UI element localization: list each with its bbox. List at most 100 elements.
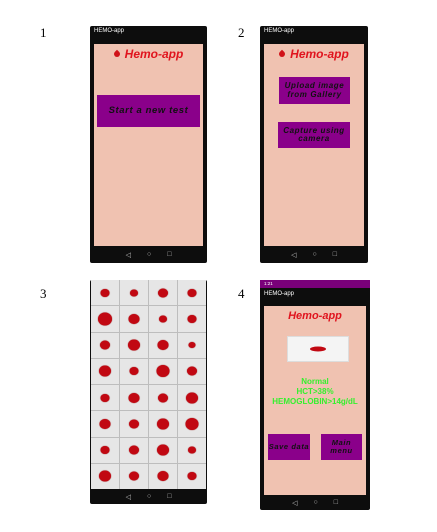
blood-spot bbox=[185, 417, 199, 430]
sample-cell bbox=[120, 437, 148, 463]
blood-spot bbox=[99, 365, 111, 377]
recents-icon[interactable]: □ bbox=[333, 499, 338, 506]
blood-spot bbox=[187, 366, 197, 376]
blood-spot bbox=[129, 471, 139, 481]
result-hemoglobin: HEMOGLOBIN>14g/dL bbox=[272, 397, 358, 406]
blood-spot bbox=[129, 445, 139, 455]
capture-with-camera-button[interactable]: Capture using camera bbox=[278, 122, 350, 148]
sample-cell bbox=[149, 437, 177, 463]
system-nav-bar: ◁ ○ □ bbox=[260, 495, 370, 510]
blood-spot bbox=[157, 471, 169, 482]
blood-spot bbox=[157, 340, 169, 351]
blood-spot bbox=[100, 340, 110, 350]
blood-spot bbox=[188, 342, 196, 349]
system-nav-bar: ◁ ○ □ bbox=[260, 246, 368, 263]
sample-cell bbox=[91, 385, 119, 411]
system-nav-bar: ◁ ○ □ bbox=[90, 246, 207, 263]
back-icon[interactable]: ◁ bbox=[125, 493, 131, 501]
sample-cell bbox=[120, 332, 148, 358]
brand-logo: Hemo-app bbox=[264, 47, 364, 61]
panel-number: 1 bbox=[40, 25, 47, 40]
sample-cell bbox=[149, 280, 177, 306]
blood-spot bbox=[157, 444, 169, 456]
sample-cell bbox=[178, 463, 206, 489]
status-time: 1:21 bbox=[264, 281, 273, 286]
brand-logo: Hemo-app bbox=[94, 47, 203, 61]
recents-icon[interactable]: □ bbox=[167, 493, 172, 500]
sample-cell bbox=[120, 306, 148, 332]
sample-cell bbox=[120, 280, 148, 306]
recents-icon[interactable]: □ bbox=[167, 251, 172, 258]
blood-spot bbox=[129, 367, 139, 376]
sample-cell bbox=[91, 358, 119, 384]
upload-from-gallery-button[interactable]: Upload image from Gallery bbox=[279, 77, 350, 104]
blood-spot bbox=[128, 313, 140, 324]
recents-icon[interactable]: □ bbox=[332, 251, 337, 258]
sample-cell bbox=[91, 280, 119, 306]
sample-cell bbox=[91, 437, 119, 463]
blood-spot bbox=[128, 392, 140, 403]
back-icon[interactable]: ◁ bbox=[125, 251, 131, 259]
sample-cell bbox=[149, 463, 177, 489]
app-content: Hemo-app Start a new test bbox=[94, 44, 203, 246]
back-icon[interactable]: ◁ bbox=[292, 499, 298, 507]
blood-spot bbox=[130, 289, 138, 297]
blood-spot bbox=[187, 314, 197, 323]
blood-spot bbox=[187, 288, 197, 297]
blood-spot bbox=[159, 315, 167, 323]
blood-spot bbox=[100, 446, 110, 455]
blood-drop-icon bbox=[112, 49, 121, 59]
start-new-test-button[interactable]: Start a new test bbox=[97, 95, 200, 127]
sample-cell bbox=[178, 306, 206, 332]
phone-screen-4: 1:21 HEMO-app Hemo-app Normal HCT>38% HE… bbox=[260, 280, 370, 510]
blood-spot bbox=[158, 288, 168, 298]
panel-number: 3 bbox=[40, 286, 47, 301]
back-icon[interactable]: ◁ bbox=[291, 251, 297, 259]
home-icon[interactable]: ○ bbox=[146, 493, 152, 500]
sample-image bbox=[287, 336, 349, 362]
sample-cell bbox=[120, 463, 148, 489]
sample-cell bbox=[178, 437, 206, 463]
sample-cell bbox=[91, 306, 119, 332]
sample-cell bbox=[120, 411, 148, 437]
app-content: Hemo-app Upload image from Gallery Captu… bbox=[264, 44, 364, 246]
phone-screen-3: ◁ ○ □ bbox=[90, 280, 207, 504]
brand-name: Hemo-app bbox=[124, 47, 184, 61]
blood-spot bbox=[156, 365, 170, 378]
blood-spot bbox=[100, 393, 110, 402]
home-icon[interactable]: ○ bbox=[313, 499, 318, 506]
home-icon[interactable]: ○ bbox=[146, 251, 152, 258]
sample-cell bbox=[149, 385, 177, 411]
home-icon[interactable]: ○ bbox=[312, 251, 317, 258]
system-nav-bar: ◁ ○ □ bbox=[90, 489, 207, 504]
panel-number: 2 bbox=[238, 25, 245, 40]
sample-cell bbox=[91, 463, 119, 489]
sample-cell bbox=[149, 411, 177, 437]
app-title: HEMO-app bbox=[264, 291, 295, 297]
app-title: HEMO-app bbox=[264, 28, 295, 34]
blood-spot bbox=[99, 470, 111, 482]
blood-spot bbox=[128, 339, 140, 351]
blood-spot bbox=[98, 312, 112, 326]
brand-name: Hemo-app bbox=[290, 47, 349, 61]
result-hct: HCT>38% bbox=[296, 387, 334, 396]
sample-cell bbox=[91, 332, 119, 358]
blood-spot bbox=[100, 288, 110, 297]
blood-spot bbox=[157, 418, 169, 430]
blood-spot bbox=[187, 472, 197, 481]
status-bar: 1:21 bbox=[260, 280, 370, 288]
blood-sample-grid bbox=[91, 280, 206, 489]
blood-spot bbox=[310, 346, 326, 352]
sample-cell bbox=[120, 385, 148, 411]
sample-cell bbox=[178, 280, 206, 306]
blood-spot bbox=[186, 392, 198, 404]
sample-cell bbox=[120, 358, 148, 384]
result-status: Normal bbox=[301, 377, 329, 386]
sample-cell bbox=[178, 411, 206, 437]
sample-cell bbox=[91, 411, 119, 437]
sample-cell bbox=[178, 358, 206, 384]
app-title: HEMO-app bbox=[94, 28, 125, 34]
save-data-button[interactable]: Save data bbox=[268, 434, 310, 460]
main-menu-button[interactable]: Main menu bbox=[321, 434, 362, 460]
blood-spot bbox=[158, 393, 168, 403]
